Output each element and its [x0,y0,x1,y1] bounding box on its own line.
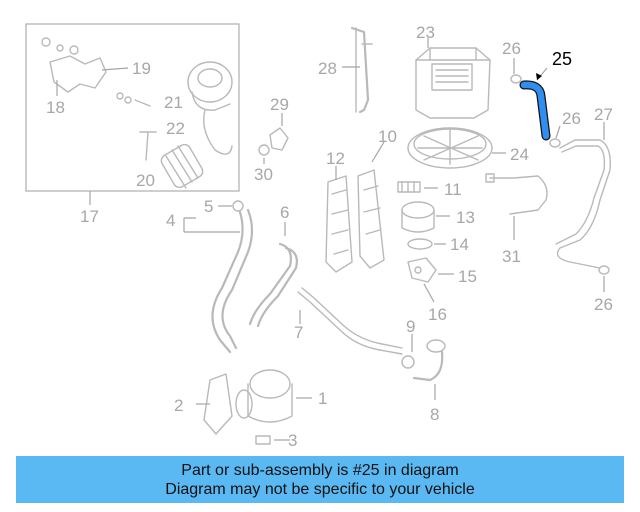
part-canister-23 [415,38,491,119]
part-hose-25-highlighted [519,67,551,141]
part-gasket-bracket [407,238,454,303]
callout-17: 17 [80,207,99,226]
callout-9: 9 [406,317,415,336]
callout-6: 6 [280,203,289,222]
callout-11: 11 [444,180,462,199]
callout-1: 1 [318,389,327,408]
callout-27: 27 [594,105,613,124]
inset-box [25,23,240,192]
part-clamps-26 [510,58,610,292]
part-bracket-assembly [41,37,151,107]
callout-10: 10 [378,127,397,146]
callout-8: 8 [430,405,439,424]
highlighted-hose [520,81,550,140]
part-brackets-10-12 [325,141,385,273]
callout-20: 20 [136,171,155,190]
callout-30: 30 [254,165,273,184]
callout-25-highlighted: 25 [552,49,572,69]
callout-4: 4 [166,211,175,230]
part-filter [139,131,204,189]
callout-5: 5 [204,197,213,216]
callout-31: 31 [502,247,521,266]
banner-line-1: Part or sub-assembly is #25 in diagram [181,462,459,479]
callout-3: 3 [288,431,297,450]
callout-22: 22 [166,119,185,138]
callout-26-bottom: 26 [594,295,613,314]
part-fittings-29-30 [258,113,289,164]
callout-14: 14 [450,235,469,254]
banner-line-2: Diagram may not be specific to your vehi… [165,481,475,498]
part-pipe-28 [342,26,373,114]
callout-15: 15 [458,267,477,286]
part-pipe-7 [297,287,403,355]
callout-2: 2 [174,396,183,415]
callout-24: 24 [510,145,529,164]
info-banner: Part or sub-assembly is #25 in diagram D… [16,456,624,503]
callout-26-top: 26 [502,39,521,58]
part-elbow-8-9 [401,334,446,400]
callout-28: 28 [318,59,337,78]
part-hose-6 [248,222,298,328]
callout-19: 19 [132,59,151,78]
parts-diagram: 1 2 3 4 5 6 7 8 9 10 11 12 13 14 15 16 1… [25,23,613,450]
callout-13: 13 [456,208,475,227]
callout-18: 18 [46,98,65,117]
part-connector-11 [397,181,438,193]
part-air-pump-1 [196,369,312,445]
callout-16: 16 [428,305,447,324]
callout-23: 23 [416,23,435,42]
part-pipe-27 [555,122,611,269]
callout-21: 21 [164,93,183,112]
part-air-pump-small [187,61,233,155]
part-valve-13 [401,201,450,233]
callout-29: 29 [270,95,289,114]
callout-12: 12 [326,149,345,168]
part-sensor-31 [485,173,548,240]
callout-26-mid: 26 [562,109,581,128]
part-hoses-4-5 [183,200,254,354]
part-cover-24 [407,127,506,169]
callout-7: 7 [294,323,303,342]
